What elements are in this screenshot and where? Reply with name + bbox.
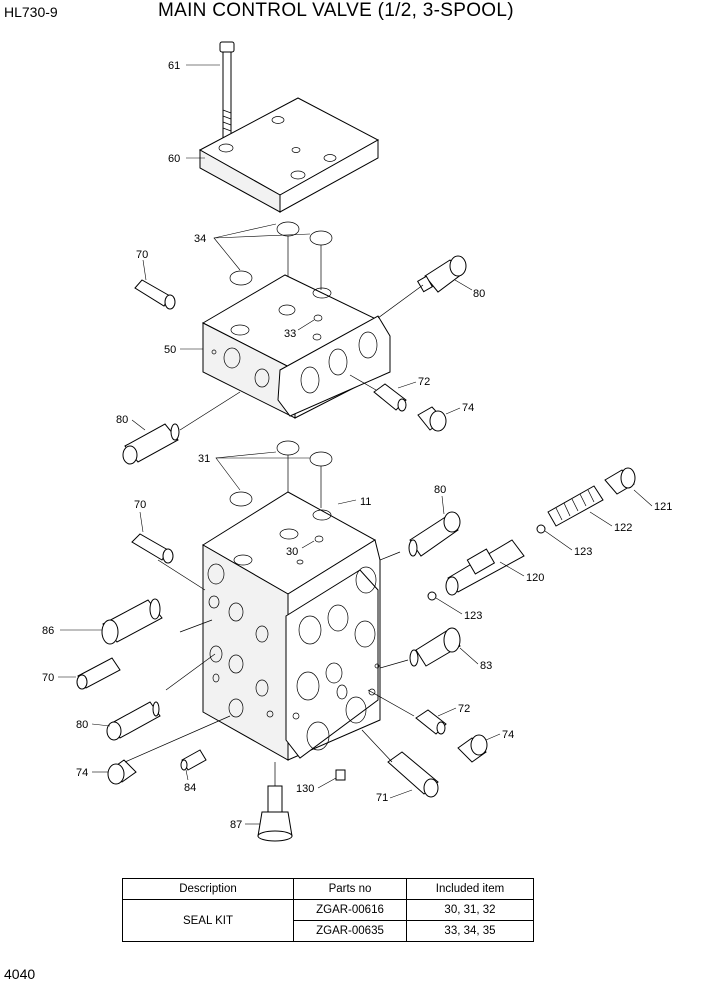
col-description: Description [122, 878, 294, 900]
o-rings-34 [229, 221, 333, 286]
callout-86: 86 [42, 625, 54, 637]
relief-valve-80-lower [106, 701, 161, 741]
callout-60: 60 [168, 153, 180, 165]
spool-120 [445, 539, 525, 596]
callout-30: 30 [286, 546, 298, 558]
seal-kit-description: SEAL KIT [122, 899, 294, 942]
plug-70-middle [131, 533, 174, 564]
relief-valve-80-right [408, 511, 461, 557]
callout-34: 34 [194, 233, 206, 245]
callout-121: 121 [654, 501, 672, 513]
included-item-cell: 33, 34, 35 [406, 920, 534, 942]
parts-no-cell: ZGAR-00616 [293, 899, 407, 921]
relief-valve-80-upper [416, 255, 467, 293]
valve-72-upper [373, 383, 407, 412]
valve-71 [387, 751, 439, 798]
seal-kit-table: Description Parts no Included item SEAL … [122, 878, 534, 942]
relief-valve-80-left [122, 423, 180, 465]
valve-83 [409, 627, 461, 667]
callout-123-lower: 123 [464, 610, 482, 622]
callout-31: 31 [198, 453, 210, 465]
callout-71: 71 [376, 792, 388, 804]
valve-block-50 [201, 274, 391, 419]
callout-74-upper: 74 [462, 402, 474, 414]
page-title: MAIN CONTROL VALVE (1/2, 3-SPOOL) [158, 0, 514, 21]
plug-121 [604, 467, 636, 495]
callout-84: 84 [184, 782, 196, 794]
col-included-item: Included item [406, 878, 534, 900]
callout-70-lower: 70 [42, 672, 54, 684]
callout-122: 122 [614, 522, 632, 534]
table-row: SEAL KIT ZGAR-00616 30, 31, 32 [122, 899, 534, 942]
callout-50: 50 [164, 344, 176, 356]
cover-plate-60 [198, 97, 380, 213]
callout-72-lower: 72 [458, 703, 470, 715]
callout-80-left: 80 [116, 414, 128, 426]
callout-33: 33 [284, 328, 296, 340]
exploded-parts-diagram: 61 60 34 70 80 33 50 72 74 80 31 11 80 1… [42, 41, 672, 842]
valve-block-11 [202, 491, 381, 761]
valve-87 [257, 785, 293, 842]
part-130 [335, 769, 346, 781]
cap-74-lower-right [457, 734, 488, 763]
included-item-cell: 30, 31, 32 [406, 899, 534, 921]
callout-11: 11 [360, 496, 371, 508]
plug-70-upper [134, 279, 176, 310]
model-code: HL730-9 [4, 4, 58, 20]
plug-70-lower [76, 657, 121, 690]
spring-122 [547, 485, 604, 527]
cap-74-upper [417, 406, 447, 432]
bolt-61 [219, 41, 235, 143]
callout-87: 87 [230, 819, 242, 831]
valve-72-lower [415, 709, 447, 735]
callout-61: 61 [168, 60, 180, 72]
callout-83: 83 [480, 660, 492, 672]
callout-70-upper: 70 [136, 249, 148, 261]
callout-80-right: 80 [434, 484, 446, 496]
relief-valve-86 [101, 598, 163, 645]
parts-no-cell: ZGAR-00635 [293, 920, 407, 942]
table-row: ZGAR-00635 33, 34, 35 [123, 920, 534, 942]
callout-72-upper: 72 [418, 376, 430, 388]
callout-70-middle: 70 [134, 499, 146, 511]
callout-130: 130 [296, 783, 314, 795]
col-parts-no: Parts no [293, 878, 407, 900]
page-number: 4040 [4, 966, 36, 982]
cap-74-lower-left [107, 759, 137, 785]
table-header-row: Description Parts no Included item [122, 878, 534, 900]
part-84 [180, 749, 207, 771]
callout-74-lower-left: 74 [76, 767, 88, 779]
callout-120: 120 [526, 572, 544, 584]
callout-80-lower: 80 [76, 719, 88, 731]
callout-123-upper: 123 [574, 546, 592, 558]
callout-74-lower-right: 74 [502, 729, 514, 741]
callout-80-upper-right: 80 [473, 288, 485, 300]
